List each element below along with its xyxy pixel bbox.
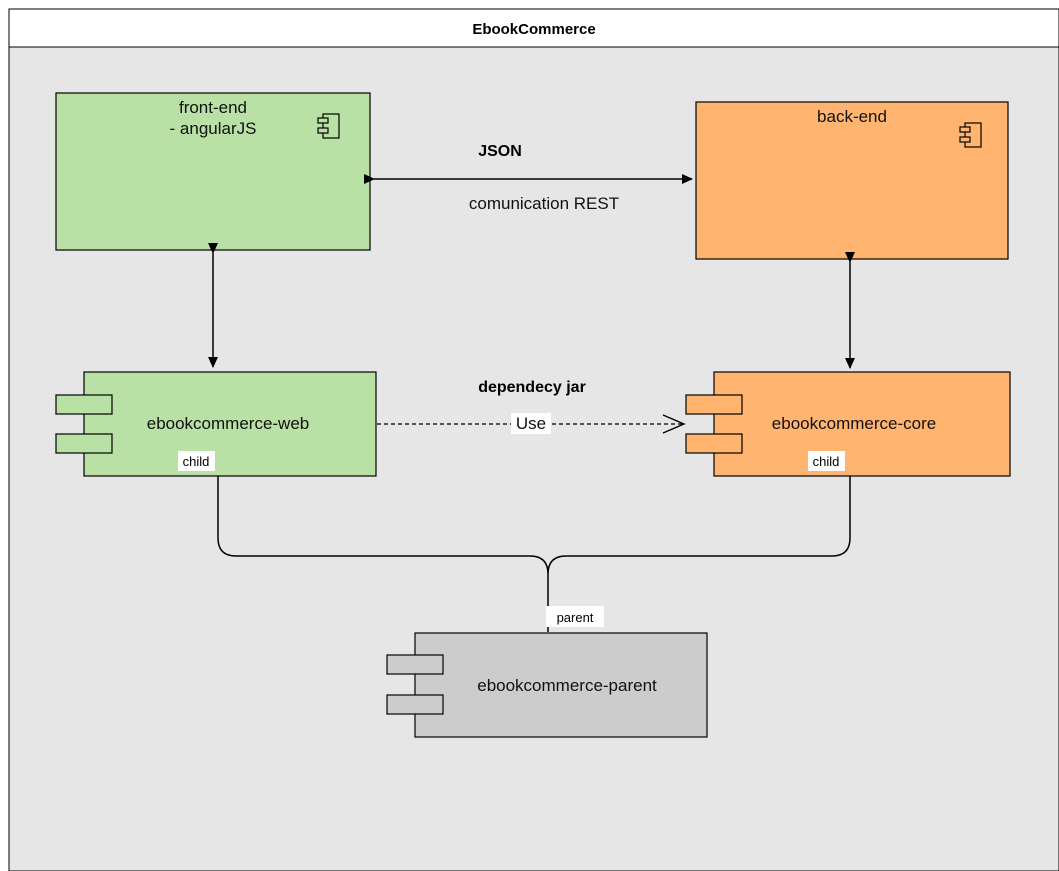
dependency-title: dependecy jar xyxy=(478,379,586,396)
parent-child-connector xyxy=(217,476,851,632)
dependency-label-bg xyxy=(511,413,551,434)
core-component[interactable]: ebookcommerce-core xyxy=(685,371,1011,477)
component-port-bottom xyxy=(386,694,444,715)
uml-component-icon xyxy=(317,113,340,139)
component-port-top xyxy=(386,654,444,675)
web-child-label-bg xyxy=(178,451,215,471)
parent-label: parent xyxy=(557,610,594,625)
rest-label: comunication REST xyxy=(469,194,619,213)
component-port-top xyxy=(685,394,743,415)
front-end-sublabel: - angularJS xyxy=(170,119,257,138)
parent-component-label: ebookcommerce-parent xyxy=(477,676,657,695)
component-port-bottom xyxy=(685,433,743,454)
parent-component[interactable]: ebookcommerce-parent xyxy=(386,632,708,738)
back-end-block[interactable]: back-end xyxy=(695,101,1009,260)
component-port-top xyxy=(55,394,113,415)
parent-label-bg xyxy=(546,606,604,627)
web-label: ebookcommerce-web xyxy=(147,414,310,433)
web-child-label: child xyxy=(183,454,210,469)
package-title: EbookCommerce xyxy=(472,21,595,38)
core-child-label-bg xyxy=(808,451,845,471)
uml-component-icon xyxy=(959,122,982,148)
dependency-label: Use xyxy=(516,414,546,433)
package-header xyxy=(8,8,1059,48)
rest-connector: JSON comunication REST xyxy=(364,143,693,213)
dependency-connector: dependecy jar Use xyxy=(377,379,686,434)
back-end-label: back-end xyxy=(817,107,887,126)
component-port-bottom xyxy=(55,433,113,454)
core-label: ebookcommerce-core xyxy=(772,414,936,433)
front-end-label: front-end xyxy=(179,98,247,117)
web-component[interactable]: ebookcommerce-web xyxy=(55,371,377,477)
core-child-label: child xyxy=(813,454,840,469)
rest-title: JSON xyxy=(478,143,522,160)
front-end-block[interactable]: front-end - angularJS xyxy=(55,92,371,251)
